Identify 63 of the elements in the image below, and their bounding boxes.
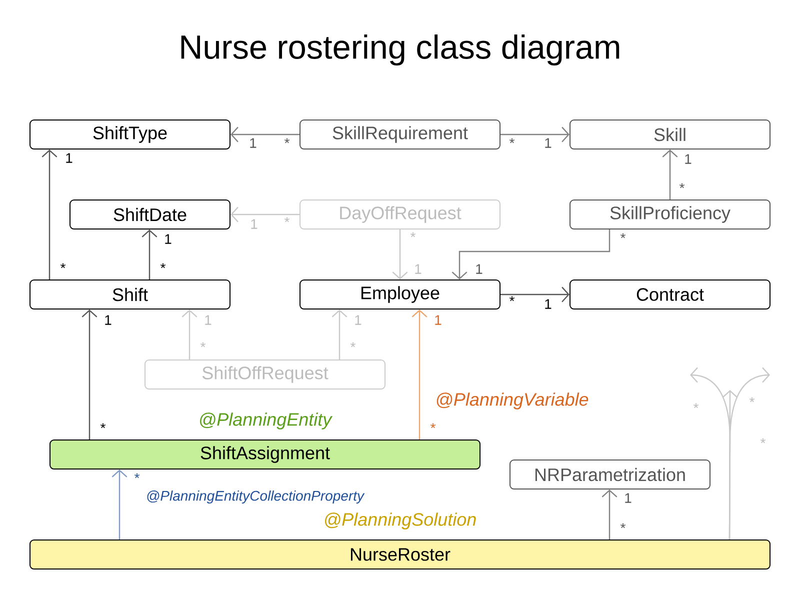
multiplicity-label: * — [760, 438, 766, 444]
class-box: ShiftType — [30, 120, 230, 150]
association-arrow — [82, 310, 98, 440]
multiplicity-label: 1 — [476, 264, 482, 274]
class-box: NurseRoster — [30, 540, 770, 570]
multiplicity-label: * — [694, 403, 698, 408]
multiplicity-label: * — [680, 183, 684, 188]
class-box: Shift — [30, 280, 230, 310]
multiplicity-label: 1 — [205, 315, 212, 325]
multiplicity-label: * — [750, 397, 754, 402]
multiplicity-label: 1 — [66, 153, 72, 163]
class-box: ShiftDate — [70, 200, 230, 230]
association-arrow — [42, 150, 58, 280]
title: Nurse rostering class diagram — [181, 34, 620, 66]
class-box: Contract — [570, 280, 770, 310]
edge-label: @PlanningEntityCollectionProperty — [144, 489, 366, 505]
multiplicity-label: 1 — [545, 299, 552, 309]
association-arrow — [332, 310, 348, 360]
association-arrow — [602, 490, 618, 540]
association-arrow — [392, 230, 408, 280]
association-arrow — [112, 470, 128, 540]
multiplicity-label: * — [620, 523, 626, 528]
multiplicity-label: 1 — [685, 154, 692, 164]
multiplicity-label: 1 — [355, 315, 362, 325]
multiplicity-label: 1 — [625, 493, 632, 503]
multiplicity-label: * — [160, 263, 166, 268]
class-box: SkillProficiency — [570, 200, 770, 230]
association-arrow — [142, 230, 158, 280]
association-arrow — [728, 367, 770, 540]
edge-label: @PlanningVariable — [434, 391, 590, 411]
multiplicity-label: 1 — [250, 138, 256, 148]
annotation-label: @PlanningEntity — [200, 412, 333, 430]
association-arrow — [500, 126, 570, 142]
multiplicity-label: * — [410, 232, 416, 238]
multiplicity-label: * — [284, 217, 290, 222]
class-box: ShiftOffRequest — [144, 360, 386, 390]
class-box: NRParametrization — [510, 460, 710, 490]
multiplicity-label: 1 — [165, 234, 172, 244]
class-box: DayOffRequest — [300, 200, 500, 230]
association-arrow — [182, 310, 198, 360]
multiplicity-label: * — [510, 138, 514, 144]
association-arrow — [662, 150, 678, 200]
multiplicity-label: * — [510, 296, 514, 302]
association-arrow — [412, 310, 428, 440]
multiplicity-label: * — [350, 342, 356, 348]
class-box: ShiftAssignment — [50, 440, 480, 470]
association-arrow — [230, 126, 300, 142]
multiplicity-label: * — [60, 263, 66, 268]
multiplicity-label: * — [200, 342, 206, 348]
class-box: Employee — [300, 280, 500, 310]
class-box: Skill — [570, 120, 770, 150]
multiplicity-label: * — [284, 138, 290, 144]
annotation-label: @PlanningSolution — [325, 512, 476, 530]
association-arrow — [230, 206, 300, 222]
class-box: SkillRequirement — [300, 120, 500, 150]
multiplicity-label: * — [100, 423, 106, 428]
multiplicity-label: 1 — [415, 264, 422, 274]
association-arrow — [452, 230, 610, 280]
multiplicity-label: * — [430, 423, 436, 428]
multiplicity-label: 1 — [251, 219, 258, 229]
multiplicity-label: 1 — [545, 138, 552, 148]
association-arrow — [500, 286, 570, 302]
multiplicity-label: * — [620, 233, 626, 238]
